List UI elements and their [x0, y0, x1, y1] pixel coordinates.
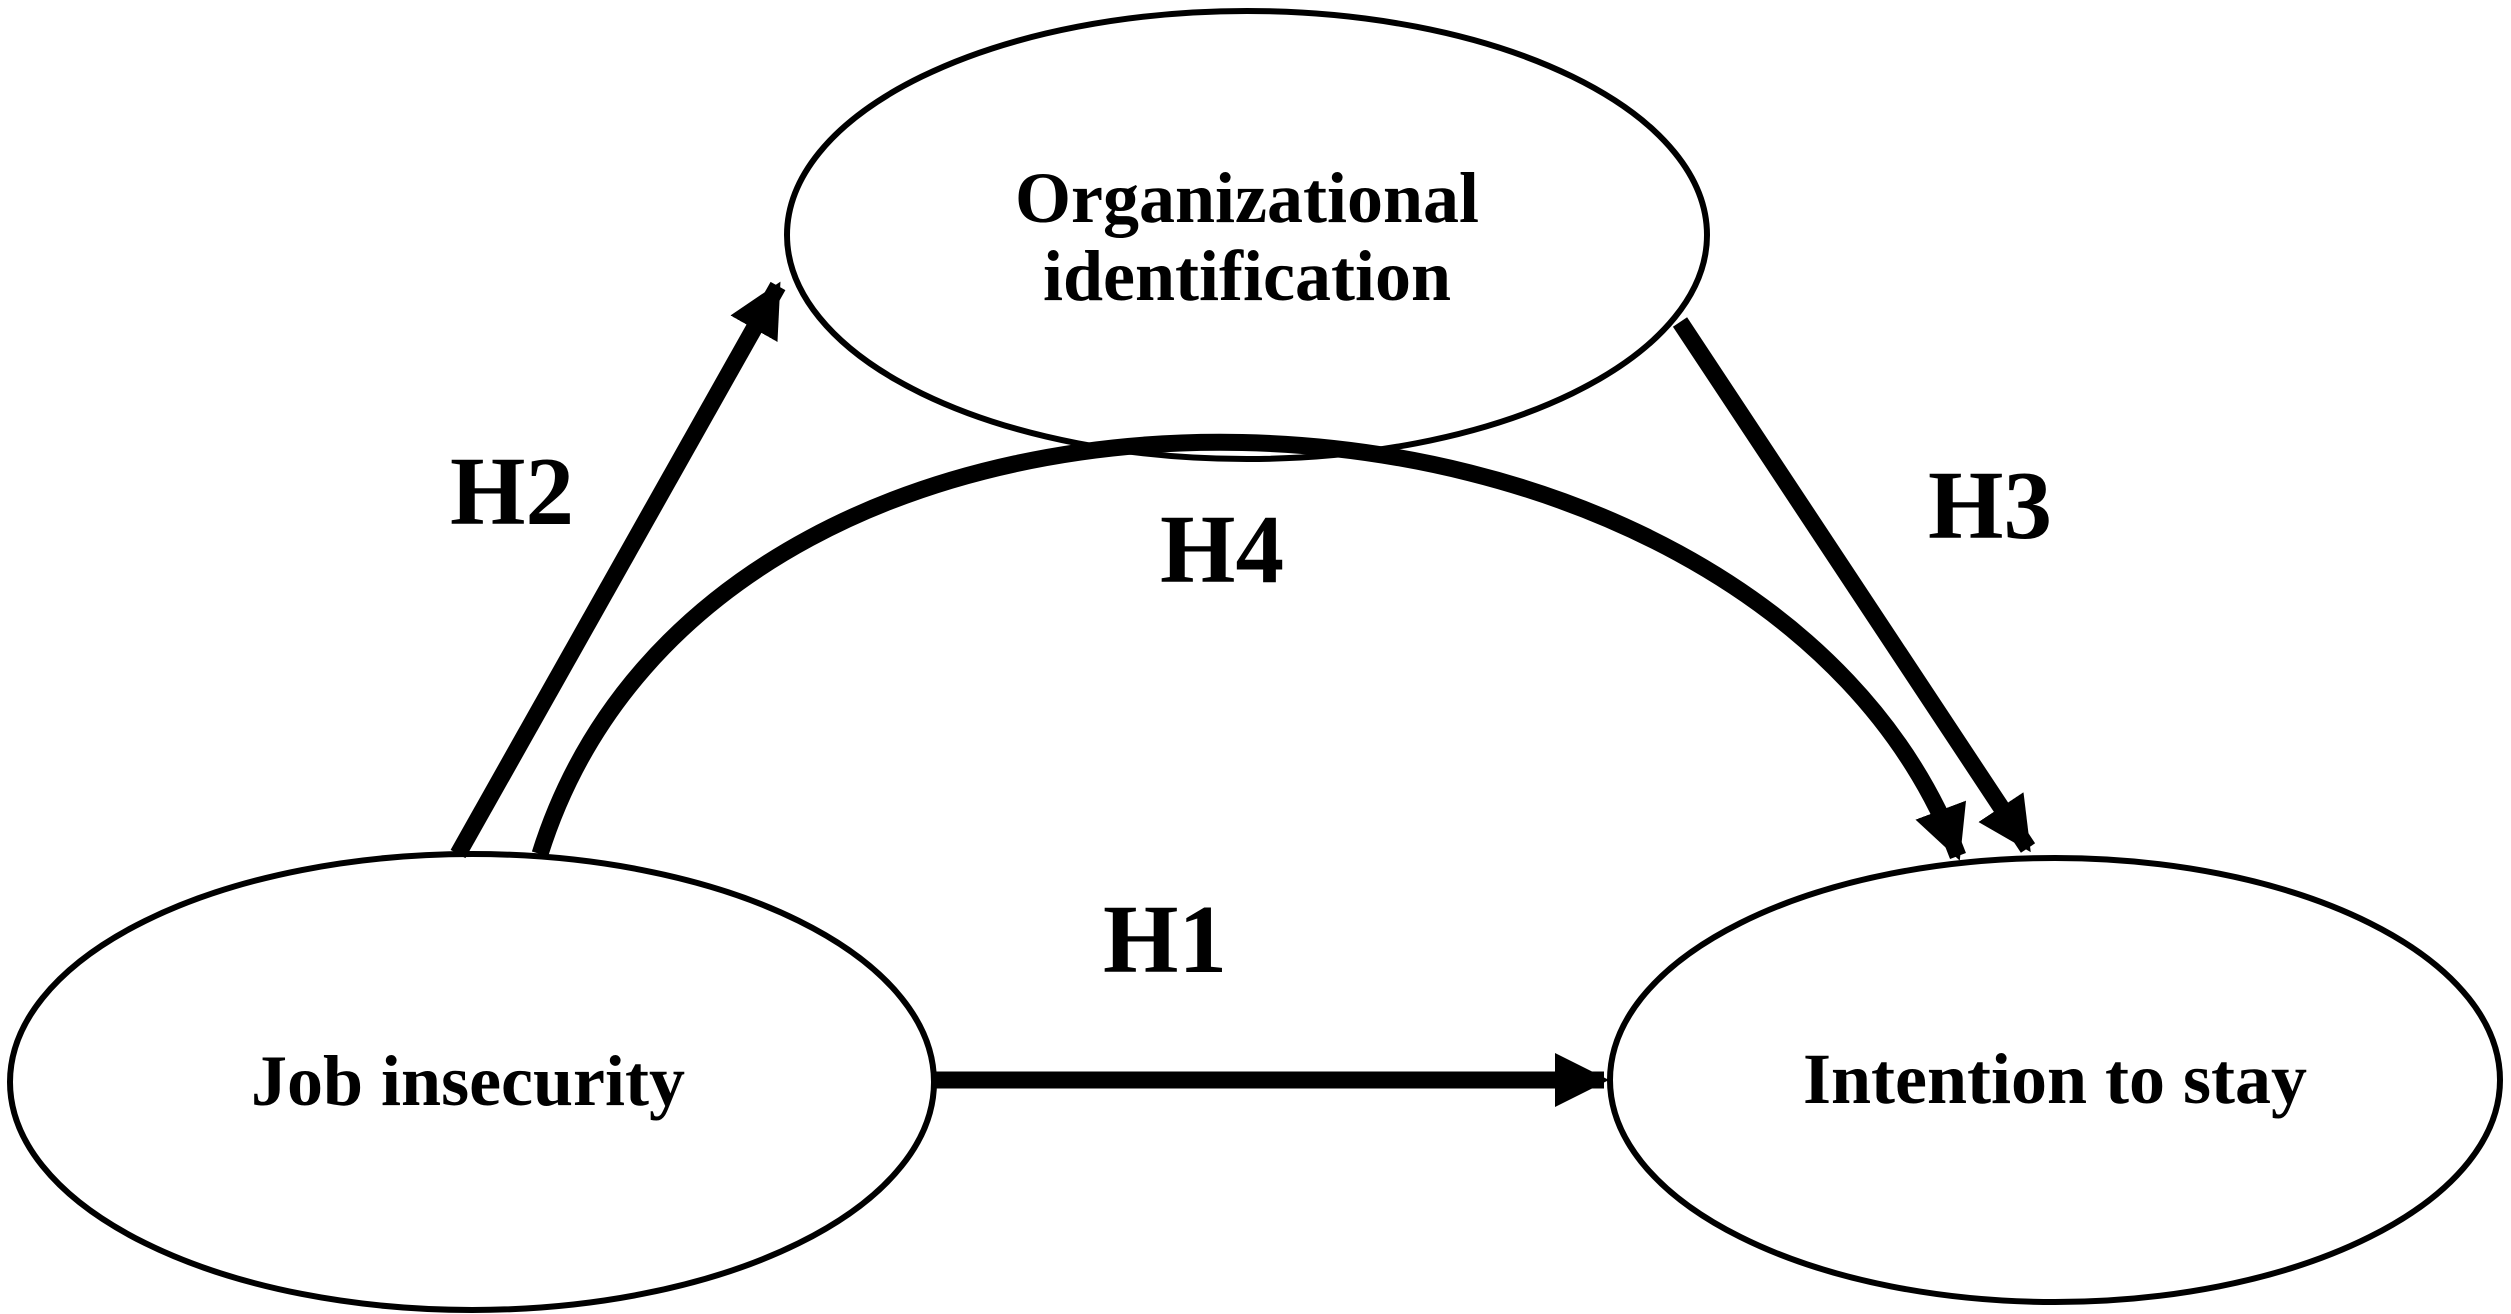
arrow-h3-organizational-identification-to-intention-to-stay [1672, 317, 2036, 853]
path-label-h2: H2 [450, 438, 574, 545]
node-ellipse-organizational-identification [784, 8, 1710, 462]
arrow-group [450, 281, 2036, 1107]
path-label-h1: H1 [1103, 886, 1227, 993]
node-label-job-insecurity: Job insecurity [251, 1041, 685, 1121]
node-label-organizational-identification-line1: Organizational [1015, 158, 1479, 238]
node-ellipse-intention-to-stay [1607, 855, 2503, 1305]
arrow-h4-curved-job-insecurity-to-intention-to-stay [531, 433, 1966, 861]
node-label-group: Organizational identification Job insecu… [251, 158, 2307, 1121]
node-label-intention-to-stay: Intention to stay [1803, 1039, 2307, 1119]
arrow-h2-job-insecurity-to-organizational-identification [450, 281, 786, 859]
hypothesis-label-group: H1 H2 H3 H4 [450, 438, 2052, 993]
path-label-h3: H3 [1928, 452, 2052, 559]
path-label-h4: H4 [1160, 496, 1284, 603]
node-label-organizational-identification-line2: identification [1043, 236, 1451, 316]
